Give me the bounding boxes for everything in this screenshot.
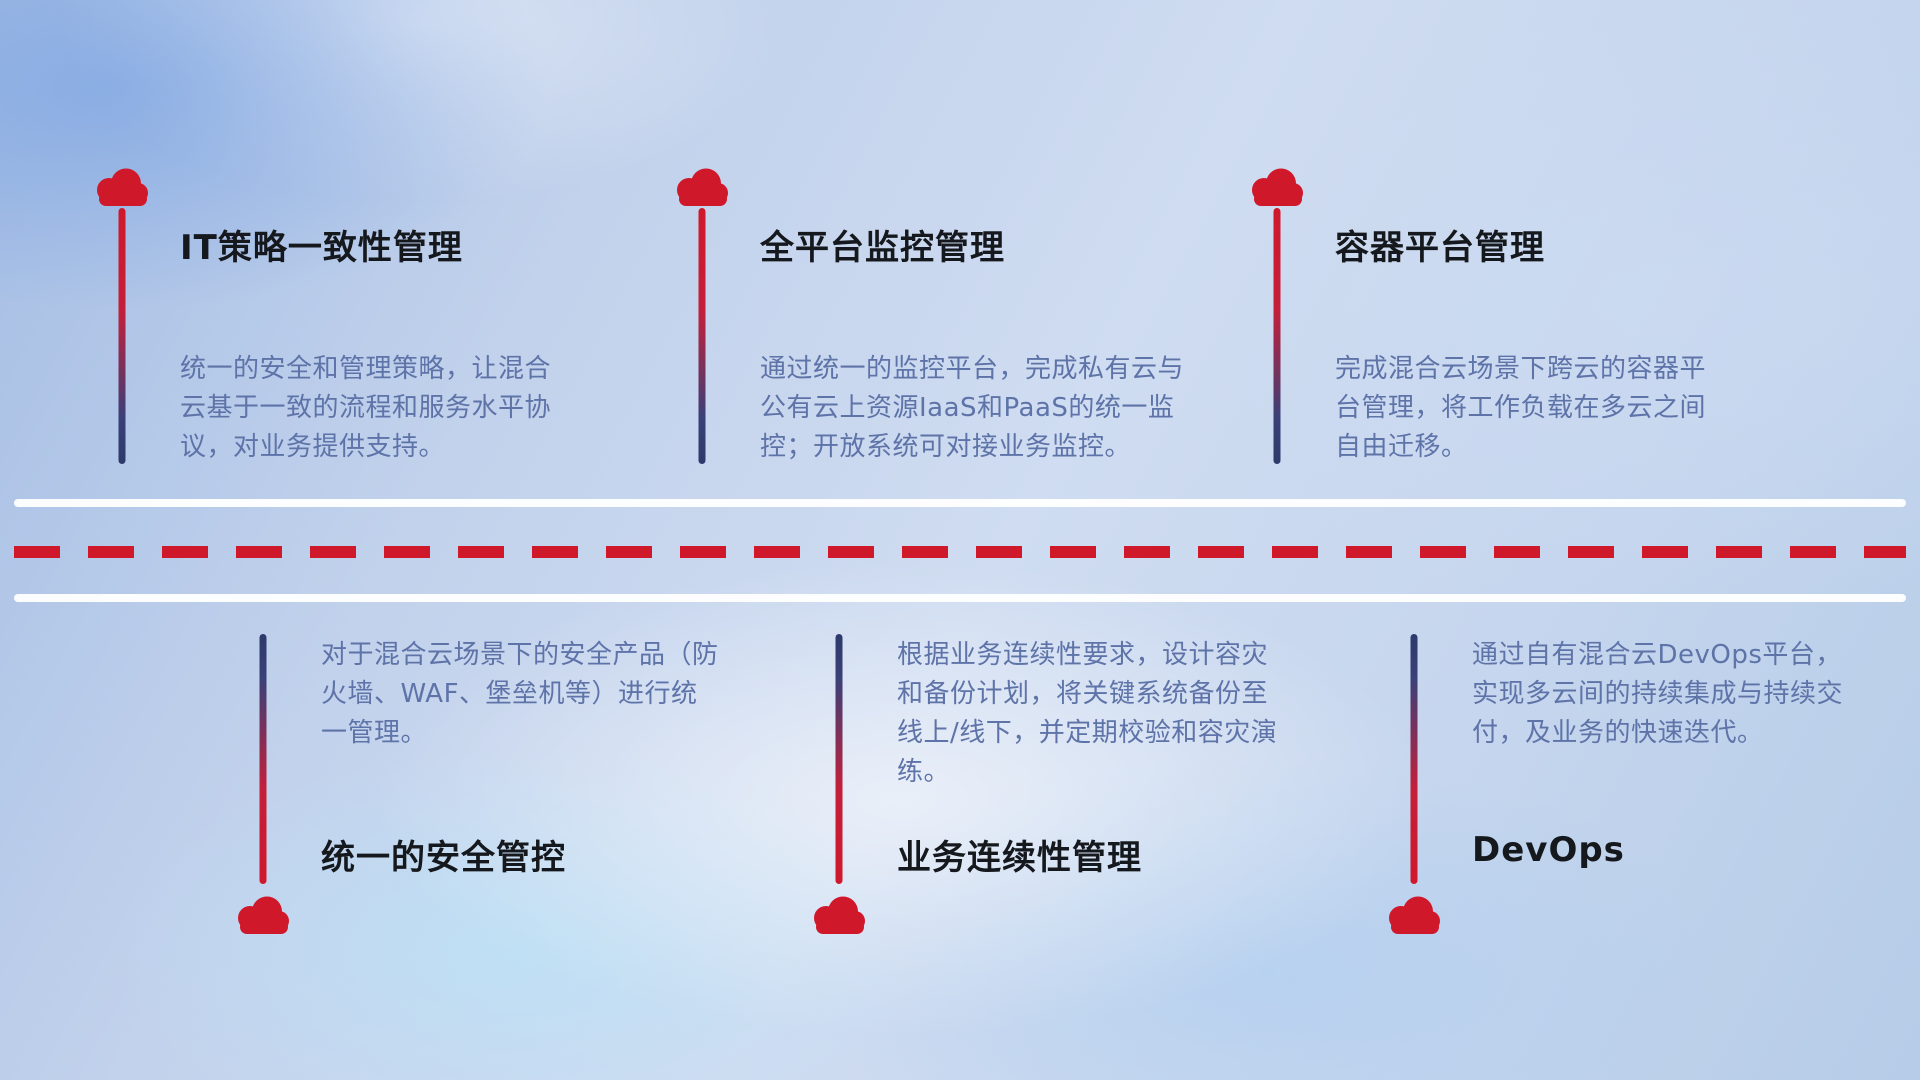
connector-line <box>1410 634 1418 884</box>
road-dashed-centerline <box>14 546 1906 558</box>
feature-title: IT策略一致性管理 <box>180 228 463 268</box>
cloud-icon <box>672 168 732 206</box>
feature-description: 完成混合云场景下跨云的容器平台管理，将工作负载在多云之间自由迁移。 <box>1335 354 1707 462</box>
feature-description: 根据业务连续性要求，设计容灾和备份计划，将关键系统备份至线上/线下，并定期校验和… <box>897 640 1278 787</box>
cloud-icon <box>92 168 152 206</box>
feature-description: 通过统一的监控平台，完成私有云与公有云上资源IaaS和PaaS的统一监控；开放系… <box>760 354 1185 462</box>
feature-title: 统一的安全管控 <box>321 838 566 878</box>
feature-description: 统一的安全和管理策略，让混合云基于一致的流程和服务水平协议，对业务提供支持。 <box>180 354 552 462</box>
cloud-icon <box>233 896 293 934</box>
road-line-top <box>14 499 1906 507</box>
feature-description: 通过自有混合云DevOps平台，实现多云间的持续集成与持续交付，及业务的快速迭代… <box>1472 640 1844 748</box>
connector-line <box>259 634 267 884</box>
road-line-bottom <box>14 594 1906 602</box>
connector-line <box>118 208 126 464</box>
connector-line <box>1273 208 1281 464</box>
feature-title: 全平台监控管理 <box>760 228 1005 268</box>
cloud-icon <box>809 896 869 934</box>
cloud-icon <box>1247 168 1307 206</box>
cloud-icon <box>1384 896 1444 934</box>
connector-line <box>698 208 706 464</box>
connector-line <box>835 634 843 884</box>
feature-title: 容器平台管理 <box>1335 228 1545 268</box>
feature-title: 业务连续性管理 <box>897 838 1142 878</box>
feature-description: 对于混合云场景下的安全产品（防火墙、WAF、堡垒机等）进行统一管理。 <box>321 640 719 748</box>
feature-title: DevOps <box>1472 830 1625 870</box>
